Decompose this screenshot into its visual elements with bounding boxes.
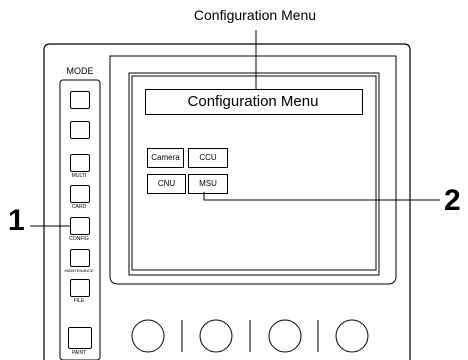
- cnu-button-label: CNU: [157, 179, 176, 188]
- msu-button-label: MSU: [199, 179, 217, 188]
- mode-label-multi: MULTI: [71, 173, 87, 179]
- mode-button-2[interactable]: [70, 121, 90, 139]
- mode-panel-title: MODE: [66, 66, 94, 76]
- mode-button-config[interactable]: [70, 217, 90, 235]
- ccu-button[interactable]: CCU: [188, 148, 228, 168]
- callout-title: Configuration Menu: [193, 7, 317, 23]
- callout-number-1: 1: [8, 204, 25, 237]
- msu-button[interactable]: MSU: [188, 174, 228, 194]
- ccu-button-label: CCU: [199, 153, 217, 162]
- camera-button[interactable]: Camera: [147, 148, 184, 168]
- mode-label-maintenance: MAINTENANCE: [64, 268, 94, 273]
- mode-button-maintenance[interactable]: [70, 249, 90, 267]
- mode-button-card[interactable]: [70, 185, 90, 203]
- screen-title-box: [145, 89, 363, 115]
- screen-title: Configuration Menu: [187, 93, 319, 110]
- mode-button-1[interactable]: [70, 91, 90, 109]
- mode-button-paint[interactable]: [68, 327, 92, 349]
- mode-label-paint: PAINT: [71, 350, 87, 356]
- callout-number-2: 2: [444, 184, 461, 217]
- camera-button-label: Camera: [151, 153, 180, 162]
- mode-button-file[interactable]: [70, 279, 90, 297]
- mode-label-card: CARD: [71, 204, 87, 210]
- mode-label-config: CONFIG: [69, 236, 89, 242]
- mode-label-file: FILE: [73, 298, 85, 304]
- cnu-button[interactable]: CNU: [147, 174, 186, 194]
- mode-button-multi[interactable]: [70, 154, 90, 172]
